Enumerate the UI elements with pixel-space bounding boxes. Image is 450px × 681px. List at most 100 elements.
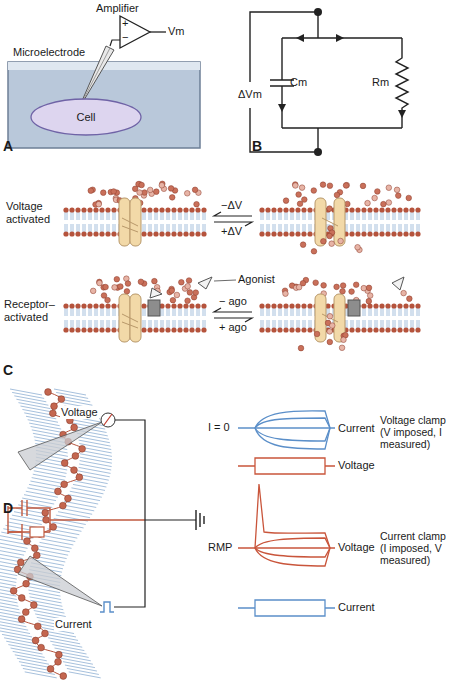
lipid-tail [417,320,419,328]
lipid-head [391,303,396,308]
ion [353,282,359,288]
lipid-tail [267,224,269,232]
ion [329,241,335,247]
lipid-tail [267,308,269,316]
ion [97,280,103,286]
lipid-tail [149,320,151,328]
protein-bead [32,637,39,644]
protein-bead [76,474,83,481]
lipid-head [379,327,384,332]
lipid-head [367,327,372,332]
lipid-head [391,207,396,212]
ion [311,249,317,255]
lipid-tail [357,320,359,328]
lipid-head [159,327,164,332]
trace-label: I = 0 [208,421,230,434]
lipid-head [283,207,288,212]
lipid-head [277,207,282,212]
lipid-tail [191,308,193,316]
condition-label: +ΔV [221,225,242,238]
lipid-head [397,231,402,236]
lipid-head [361,231,366,236]
lipid-tail [369,308,371,316]
lipid-tail [279,212,281,220]
lipid-head [277,231,282,236]
lipid-head [265,327,270,332]
current-arrow [278,104,286,112]
row-label: Voltage activated [6,200,62,225]
lipid-tail [203,320,205,328]
instrument-wire [114,420,196,607]
lipid-head [307,303,312,308]
lipid-head [397,303,402,308]
lipid-head [81,231,86,236]
ion [118,284,124,290]
lipid-tail [411,212,413,220]
protein-bead [31,545,38,552]
panel-letter: B [252,138,262,154]
protein-bead [23,580,30,587]
agonist-molecule [392,277,404,290]
lipid-tail [363,320,365,328]
current-arrow [336,34,344,42]
current-arrow [296,34,304,42]
lipid-tail [309,224,311,232]
trace-label: Current [338,422,375,435]
protein-bead [55,488,62,495]
signal-name: ΔVm [238,88,262,101]
lipid-tail [89,320,91,328]
lipid-tail [363,308,365,316]
lipid-tail [303,320,305,328]
ion [124,289,130,295]
lipid-head [153,231,158,236]
lipid-tail [89,212,91,220]
ion [349,289,355,295]
current-trace [255,428,330,449]
lipid-tail [405,224,407,232]
lipid-tail [399,224,401,232]
lipid-head [183,303,188,308]
lipid-tail [155,212,157,220]
lipid-head [379,231,384,236]
lipid-head [171,207,176,212]
lipid-tail [327,212,329,220]
lipid-tail [357,212,359,220]
electrode-cone [18,556,102,606]
lipid-head [301,231,306,236]
ion [194,201,200,207]
lipid-head [99,207,104,212]
ion [174,292,180,298]
output-wire [150,31,166,32]
lipid-tail [191,320,193,328]
lipid-tail [411,308,413,316]
ion [293,183,299,189]
lipid-head [189,327,194,332]
lipid-head [201,231,206,236]
lipid-head [177,303,182,308]
channel-protein [315,198,326,246]
lipid-tail [185,320,187,328]
lipid-head [63,231,68,236]
input-wire [110,40,120,46]
lipid-hatch [24,495,100,501]
input-sign: − [122,31,128,44]
channel-protein [334,198,345,246]
lipid-tail [273,320,275,328]
lipid-tail [381,212,383,220]
lipid-head [195,327,200,332]
receptor [148,300,160,316]
lipid-head [141,303,146,308]
lipid-head [349,207,354,212]
panel-b [250,8,408,156]
ion [394,187,400,193]
lipid-head [283,231,288,236]
protein-bead [34,623,41,630]
lipid-head [111,327,116,332]
lipid-tail [179,308,181,316]
lipid-tail [71,224,73,232]
protein-bead [43,516,50,523]
ion [111,189,117,195]
lipid-tail [279,224,281,232]
lipid-tail [369,212,371,220]
panel-letter: D [3,500,13,516]
